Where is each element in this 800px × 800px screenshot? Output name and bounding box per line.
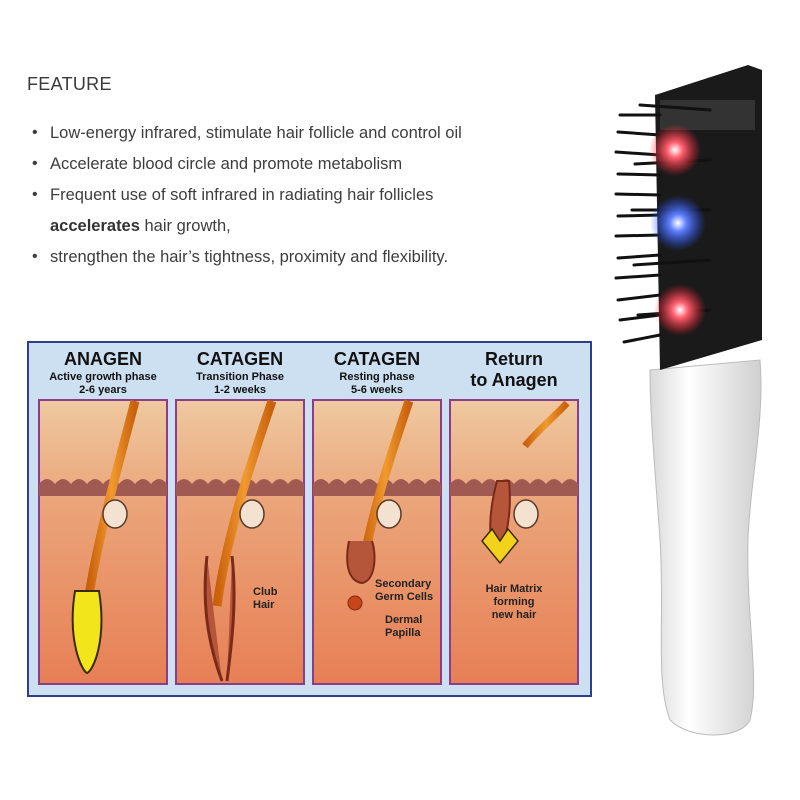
feature-item-continued: accelerates hair growth, (50, 217, 231, 235)
sebaceous-gland (102, 499, 128, 529)
blue-led-icon (650, 195, 706, 251)
hair-bulb (71, 590, 103, 675)
panel-catagen-resting: Secondary Germ Cells Dermal Papilla (312, 399, 442, 685)
shedding-hair (522, 400, 570, 449)
hair-cycle-diagram: Club Hair Secondary Germ Cells Dermal Pa… (27, 341, 592, 697)
bullet-icon: • (32, 248, 38, 265)
sebaceous-gland (513, 499, 539, 529)
panel-title: to Anagen (470, 370, 557, 390)
sebaceous-gland (376, 499, 402, 529)
panel-duration: 2-6 years (79, 384, 127, 396)
label-secondary: Secondary (375, 578, 432, 590)
label-club: Club (253, 586, 278, 598)
panel-title: ANAGEN (64, 349, 142, 369)
panel-duration: 5-6 weeks (351, 384, 403, 396)
red-led-icon (649, 124, 701, 176)
feature-item: •Frequent use of soft infrared in radiat… (32, 186, 434, 204)
panel-return-anagen: Hair Matrix forming new hair (449, 399, 579, 685)
panel-duration: 1-2 weeks (214, 384, 266, 396)
follicle-resting (346, 540, 376, 585)
sebaceous-gland (239, 499, 265, 529)
feature-list: •Low-energy infrared, stimulate hair fol… (32, 122, 462, 277)
panel-subtitle: Transition Phase (196, 371, 284, 383)
skin-section (312, 399, 442, 685)
panel-title: CATAGEN (334, 349, 420, 369)
label-dermal: Dermal (385, 614, 422, 626)
panel-subtitle: Active growth phase (49, 371, 157, 383)
panel-subtitle: Resting phase (339, 371, 414, 383)
feature-heading: FEATURE (27, 74, 112, 94)
bullet-icon: • (32, 155, 38, 172)
follicle-shrinking (203, 555, 236, 682)
hair-matrix (481, 527, 519, 565)
label-germ-cells: Germ Cells (375, 591, 433, 603)
panel-title: CATAGEN (197, 349, 283, 369)
label-hair-matrix: Hair Matrix (486, 583, 544, 595)
label-hair: Hair (253, 599, 275, 611)
label-forming: forming (494, 596, 535, 608)
red-led-icon (654, 284, 706, 336)
brush-handle (649, 359, 762, 736)
feature-item: •Accelerate blood circle and promote met… (32, 155, 403, 173)
label-new-hair: new hair (492, 609, 537, 621)
infrared-brush-image (614, 65, 762, 736)
skin-section (175, 399, 305, 685)
epidermis-layer (39, 479, 167, 496)
panel-title: Return (485, 349, 543, 369)
panel-anagen (38, 399, 168, 685)
bullet-icon: • (32, 124, 38, 141)
hair-shaft (84, 399, 140, 597)
hair-shaft (212, 399, 277, 607)
feature-item: •Low-energy infrared, stimulate hair fol… (32, 124, 462, 142)
dermal-papilla (347, 595, 363, 611)
panel-catagen-transition: Club Hair (175, 399, 305, 685)
bullet-icon: • (32, 186, 38, 203)
label-papilla: Papilla (385, 627, 421, 639)
feature-item: •strengthen the hair’s tightness, proxim… (32, 248, 449, 266)
epidermis-layer (450, 479, 578, 496)
